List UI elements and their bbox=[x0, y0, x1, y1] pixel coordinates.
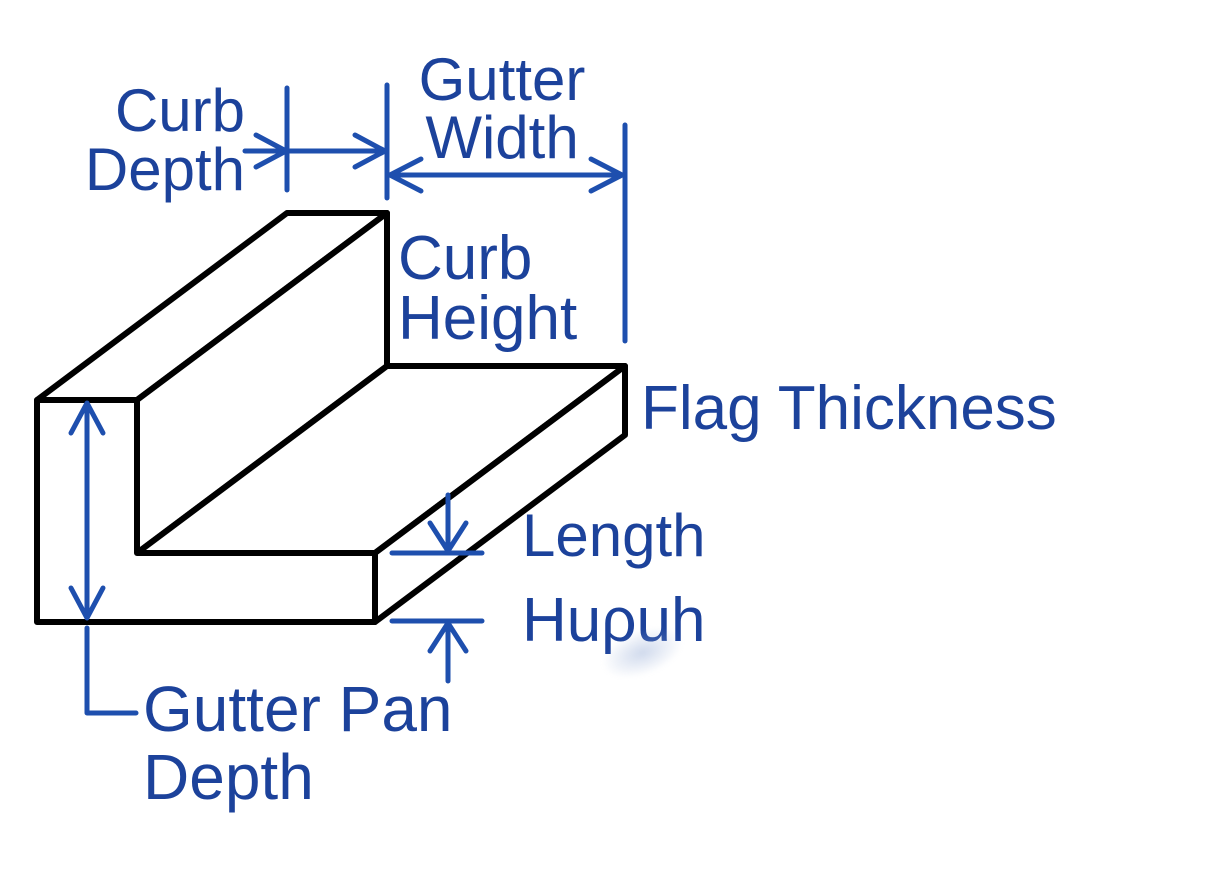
curb-depth-arrowhead-icon bbox=[352, 132, 388, 170]
front-cross-section-face bbox=[34, 397, 378, 625]
down-arrowhead-icon bbox=[68, 585, 106, 621]
curb-gutter-solid bbox=[34, 210, 628, 625]
gutter-width-arrowhead-icon bbox=[387, 156, 424, 194]
up-arrowhead-icon bbox=[427, 620, 469, 654]
label-gutter-width: Gutter Width bbox=[418, 46, 586, 171]
label-flag-thickness: Flag Thickness bbox=[641, 374, 1057, 443]
gutter-width-arrowhead-icon bbox=[588, 156, 625, 194]
down-arrowhead-icon bbox=[427, 520, 469, 554]
label-curb-depth: Curb Depth bbox=[84, 77, 245, 203]
label-height-garbled: Huρuh bbox=[522, 586, 706, 655]
gutter-pan-depth-dimension bbox=[68, 400, 139, 716]
curb-depth-arrowhead-icon bbox=[253, 132, 289, 170]
up-arrowhead-icon bbox=[68, 400, 106, 436]
curb-depth-dimension bbox=[242, 82, 390, 201]
gutter-width-dimension bbox=[387, 122, 628, 344]
label-curb-height: Curb Height bbox=[398, 224, 578, 353]
label-gutter-pan-depth: Gutter Pan Depth bbox=[143, 673, 453, 813]
label-length: Length bbox=[522, 502, 706, 569]
flag-thickness-dimension bbox=[389, 492, 485, 684]
gutter-pan-depth-leader-elbow bbox=[84, 625, 139, 716]
